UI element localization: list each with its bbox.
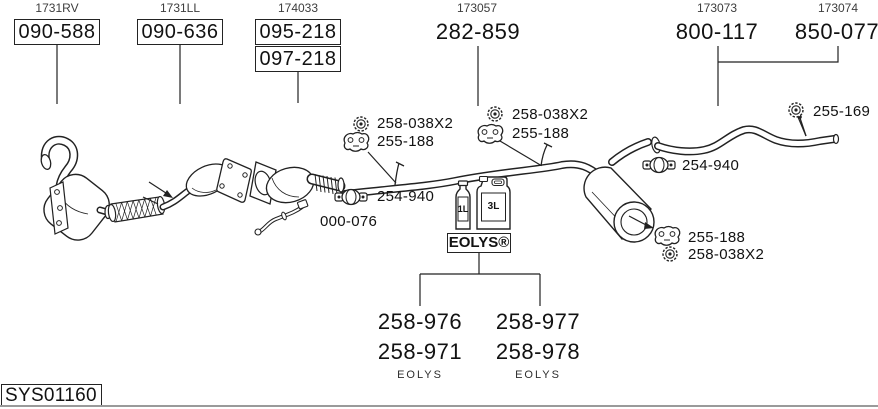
part-number-090-636[interactable]: 090-636 — [137, 19, 223, 45]
part-number-254-940[interactable]: 254-940 — [682, 157, 740, 174]
part-number-255-188[interactable]: 255-188 — [688, 229, 746, 246]
part-number-258-978[interactable]: 258-978 — [495, 339, 581, 364]
part-number-258-038x2[interactable]: 258-038X2 — [377, 115, 454, 132]
assembly-ref-173074: 173074 — [817, 1, 859, 15]
leader-lines — [56, 45, 839, 306]
front-downpipe-drawing — [40, 135, 118, 241]
clamp-icon — [642, 156, 676, 174]
eolys-caption-right: EOLYS — [515, 369, 561, 381]
rubber-hanger-icon — [654, 225, 681, 246]
sensor-tube-drawing — [254, 199, 309, 236]
part-number-255-188[interactable]: 255-188 — [377, 133, 435, 150]
part-number-090-588[interactable]: 090-588 — [14, 19, 100, 45]
assembly-ref-174033: 174033 — [277, 1, 319, 15]
part-number-282-859[interactable]: 282-859 — [435, 19, 521, 44]
assembly-ref-173073: 173073 — [696, 1, 738, 15]
grommet-nut-icon — [788, 102, 804, 118]
tail-pipe-drawing — [651, 115, 840, 156]
rubber-hanger-icon — [477, 123, 504, 144]
system-code: SYS01160 — [1, 384, 102, 407]
eolys-caption-left: EOLYS — [397, 369, 443, 381]
part-number-800-117[interactable]: 800-117 — [675, 19, 759, 44]
assembly-ref-173057: 173057 — [456, 1, 498, 15]
catalyst-drawing — [159, 158, 252, 211]
additive-bottle-3l — [476, 175, 511, 230]
assembly-ref-1731rv: 1731RV — [35, 1, 79, 15]
part-number-258-971[interactable]: 258-971 — [377, 339, 463, 364]
part-number-097-218[interactable]: 097-218 — [255, 46, 341, 72]
bottom-divider — [0, 405, 878, 407]
grommet-nut-icon — [662, 246, 678, 262]
part-number-258-977[interactable]: 258-977 — [495, 309, 581, 334]
part-number-850-077[interactable]: 850-077 — [794, 19, 878, 44]
flex-pipe-drawing — [107, 181, 173, 223]
dpf-drawing — [249, 161, 346, 205]
part-number-258-038x2[interactable]: 258-038X2 — [512, 106, 589, 123]
part-number-255-169[interactable]: 255-169 — [813, 103, 871, 120]
part-number-258-976[interactable]: 258-976 — [377, 309, 463, 334]
grommet-nut-icon — [353, 116, 369, 132]
bottle-3l-label: 3L — [487, 201, 500, 212]
part-number-000-076[interactable]: 000-076 — [320, 213, 378, 230]
rubber-hanger-icon — [343, 131, 370, 152]
bottle-1l-label: 1L — [457, 204, 469, 214]
mid-pipe-muffler-drawing — [341, 138, 655, 243]
part-number-254-940[interactable]: 254-940 — [377, 188, 435, 205]
additive-bottle-1l — [455, 180, 471, 230]
part-number-095-218[interactable]: 095-218 — [255, 19, 341, 45]
part-number-255-188[interactable]: 255-188 — [512, 125, 570, 142]
grommet-nut-icon — [487, 106, 503, 122]
assembly-ref-1731ll: 1731LL — [159, 1, 201, 15]
eolys-brand-box: EOLYS® — [447, 233, 511, 253]
part-number-258-038x2[interactable]: 258-038X2 — [688, 246, 765, 263]
